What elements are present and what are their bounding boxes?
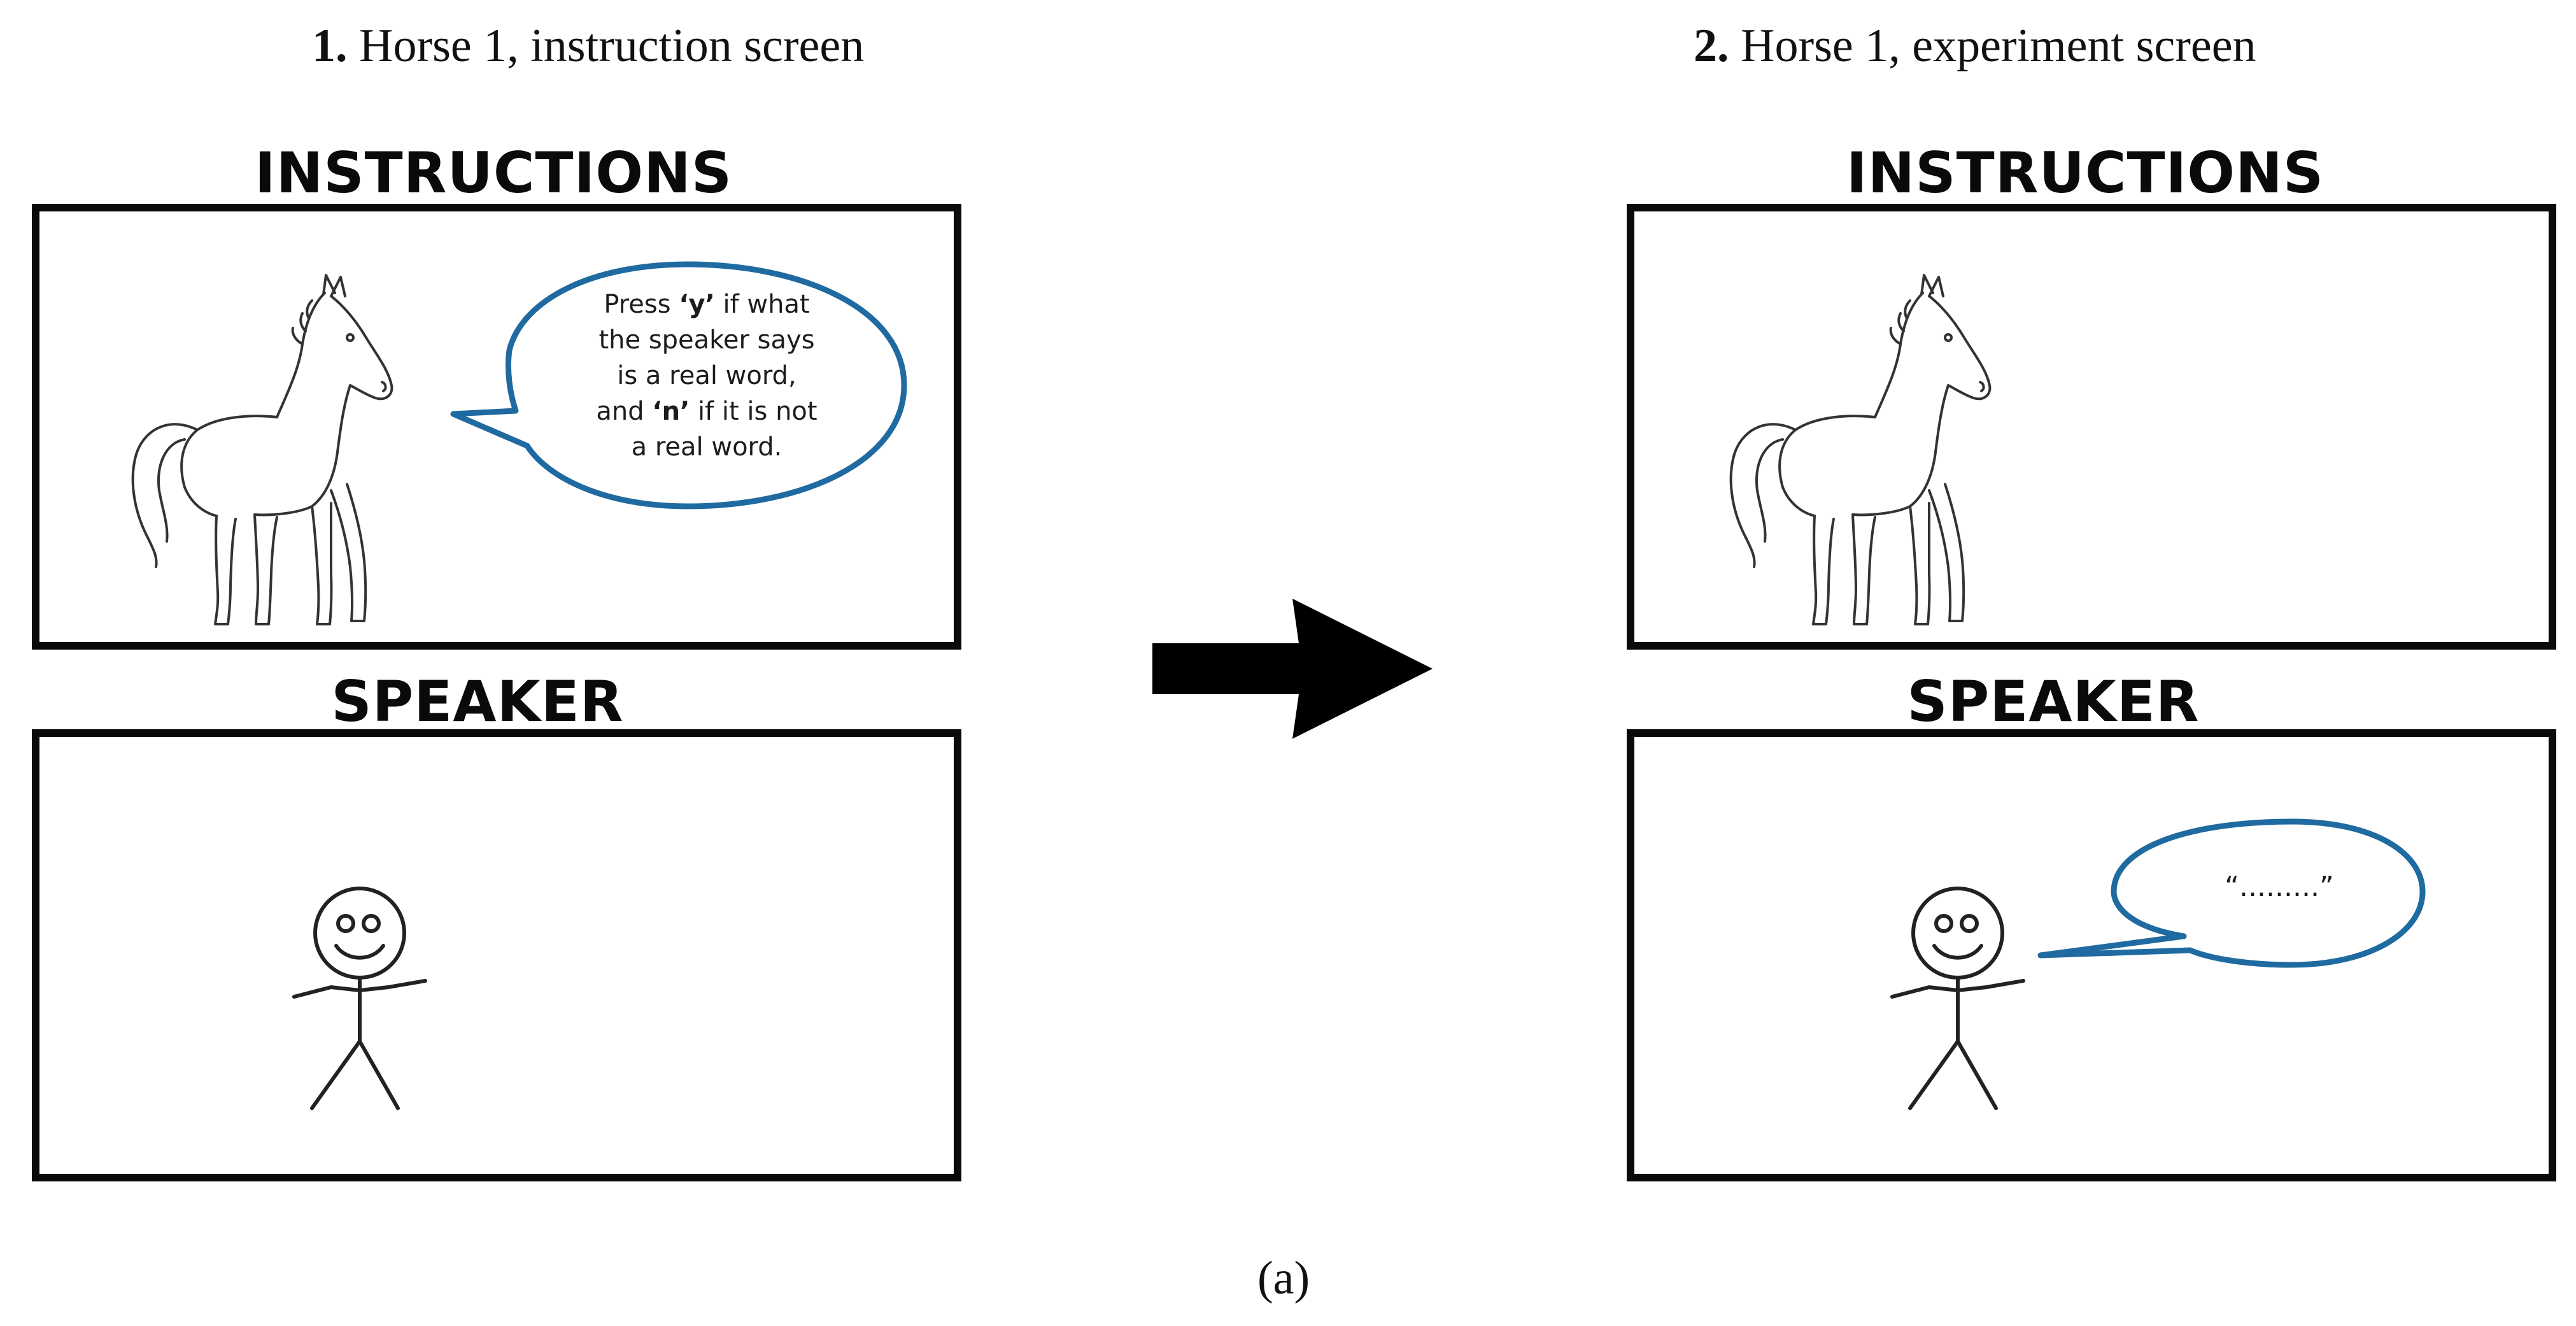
horse-icon — [131, 274, 393, 625]
left-step-number: 1. — [312, 20, 348, 72]
right-step-title: 2. Horse 1, experiment screen — [1694, 19, 2256, 73]
right-instructions-panel — [1627, 204, 2556, 650]
speech-bubble-icon — [2037, 818, 2426, 968]
left-step-title: 1. Horse 1, instruction screen — [312, 19, 864, 73]
right-bubble-text: “.........” — [2225, 871, 2334, 903]
horse-icon — [1729, 274, 1992, 625]
stick-figure-icon — [1890, 887, 2025, 1110]
left-bubble-text: Press ‘y’ if what the speaker says is a … — [548, 287, 866, 465]
bubble-line-5: a real word. — [631, 432, 782, 462]
left-speaker-label: SPEAKER — [331, 669, 624, 734]
bubble-line-1: Press ‘y’ if what — [604, 290, 810, 319]
left-instructions-label: INSTRUCTIONS — [254, 140, 733, 206]
bubble-line-4: and ‘n’ if it is not — [596, 397, 817, 426]
figure-caption: (a) — [1257, 1252, 1310, 1304]
left-speaker-panel — [32, 729, 961, 1181]
bubble-line-2: the speaker says — [598, 325, 815, 355]
right-arrow-icon — [1152, 599, 1433, 739]
stick-figure-icon — [292, 887, 427, 1110]
right-step-text: Horse 1, experiment screen — [1729, 20, 2256, 72]
right-speaker-label: SPEAKER — [1907, 669, 2200, 734]
speech-bubble-icon — [450, 261, 907, 510]
bubble-line-3: is a real word, — [617, 361, 796, 390]
left-step-text: Horse 1, instruction screen — [347, 20, 865, 72]
right-step-number: 2. — [1694, 20, 1729, 72]
right-instructions-label: INSTRUCTIONS — [1846, 140, 2325, 206]
